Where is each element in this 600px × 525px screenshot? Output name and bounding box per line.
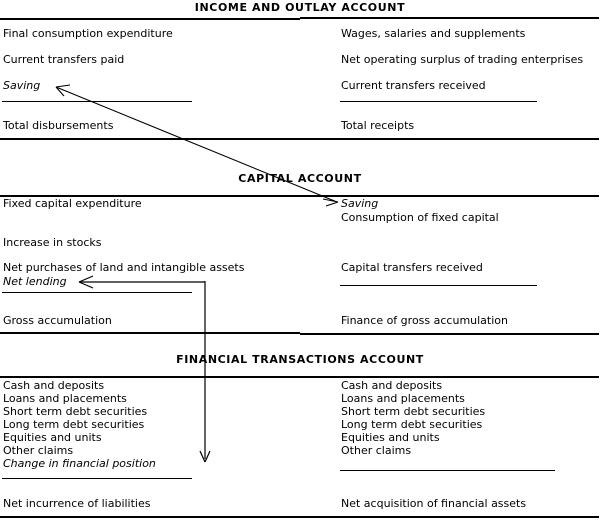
ft-left-entry-2: Short term debt securities (3, 405, 148, 418)
ft-left-entry-3: Long term debt securities (3, 418, 145, 431)
capital-left-subtotal-rule (2, 292, 192, 293)
income-outlay-top-rule-left (0, 18, 300, 20)
income-outlay-right-total: Total receipts (341, 119, 415, 132)
ft-left-entry-0: Cash and deposits (3, 379, 105, 392)
capital-left-entry-3-net-lending: Net lending (3, 275, 67, 288)
income-outlay-right-subtotal-rule (340, 101, 537, 102)
income-outlay-top-rule-right (300, 17, 599, 19)
ft-right-subtotal-rule (340, 470, 555, 471)
income-outlay-right-entry-0: Wages, salaries and supplements (341, 27, 526, 40)
ft-right-entry-3: Long term debt securities (341, 418, 483, 431)
ft-left-entry-5: Other claims (3, 444, 74, 457)
income-outlay-account-title: INCOME AND OUTLAY ACCOUNT (194, 1, 406, 14)
income-outlay-left-entry-2-saving: Saving (3, 79, 41, 92)
capital-bottom-rule-right (300, 333, 599, 335)
ft-right-entry-4: Equities and units (341, 431, 440, 444)
ft-right-entry-2: Short term debt securities (341, 405, 486, 418)
ft-left-entry-6-change-in-financial-position: Change in financial position (3, 457, 156, 470)
capital-left-entry-0: Fixed capital expenditure (3, 197, 142, 210)
capital-right-entry-2: Capital transfers received (341, 261, 483, 274)
capital-left-entry-1: Increase in stocks (3, 236, 102, 249)
income-outlay-right-entry-1: Net operating surplus of trading enterpr… (341, 53, 584, 66)
capital-right-total: Finance of gross accumulation (341, 314, 508, 327)
income-outlay-left-entry-1: Current transfers paid (3, 53, 125, 66)
income-outlay-left-entry-0: Final consumption expenditure (3, 27, 173, 40)
capital-right-entry-0-saving: Saving (341, 197, 379, 210)
income-outlay-left-total: Total disbursements (3, 119, 114, 132)
ft-left-subtotal-rule (2, 478, 192, 479)
capital-bottom-rule-left (0, 332, 300, 334)
financial-transactions-account-title: FINANCIAL TRANSACTIONS ACCOUNT (176, 353, 424, 366)
capital-right-subtotal-rule (340, 285, 537, 286)
capital-account-title: CAPITAL ACCOUNT (238, 172, 362, 185)
income-outlay-right-entry-2: Current transfers received (341, 79, 486, 92)
ft-left-total: Net incurrence of liabilities (3, 497, 151, 510)
capital-left-entry-2: Net purchases of land and intangible ass… (3, 261, 245, 274)
income-outlay-bottom-rule (0, 138, 599, 140)
financial-transactions-bottom-rule (0, 516, 599, 518)
ft-right-total: Net acquisition of financial assets (341, 497, 527, 510)
saving-flow-arrow (55, 84, 339, 207)
income-outlay-left-subtotal-rule (2, 101, 192, 102)
ft-left-entry-4: Equities and units (3, 431, 102, 444)
capital-right-entry-1: Consumption of fixed capital (341, 211, 499, 224)
ft-right-entry-0: Cash and deposits (341, 379, 443, 392)
ft-left-entry-1: Loans and placements (3, 392, 127, 405)
capital-left-total: Gross accumulation (3, 314, 112, 327)
financial-transactions-top-rule (0, 376, 599, 378)
ft-right-entry-5: Other claims (341, 444, 412, 457)
ft-right-entry-1: Loans and placements (341, 392, 465, 405)
